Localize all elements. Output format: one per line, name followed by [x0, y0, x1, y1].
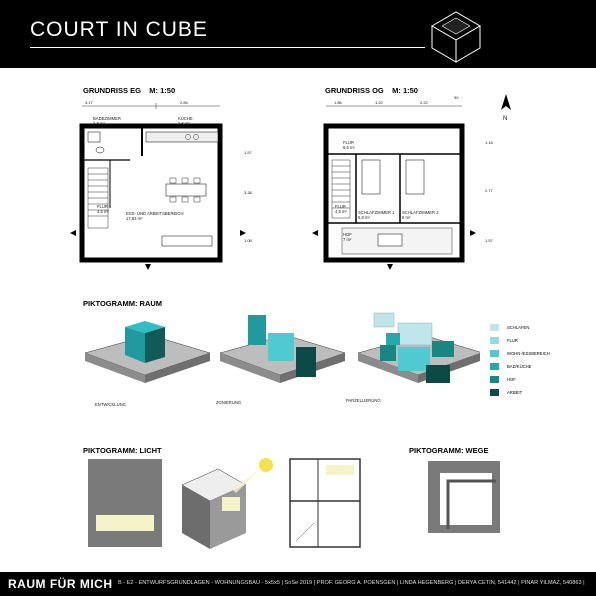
floor-plan-og — [312, 105, 476, 270]
licht-pictograms — [88, 458, 361, 549]
eg-dim-r1: 1.57 — [244, 150, 252, 155]
og-dim-1: 1.86 — [334, 100, 342, 105]
licht-heading: PIKTOGRAMM: LICHT — [83, 446, 162, 455]
legend-label: FLUR — [507, 338, 518, 343]
eg-room-dining-name: ESS- UND ARBEITSBEREICH — [126, 211, 184, 216]
eg-room-flur-name: FLUR — [97, 204, 108, 209]
og-dim-4: 50 — [454, 95, 459, 100]
og-room-hof-name: HOF — [343, 232, 352, 237]
header-bar: COURT IN CUBE — [0, 0, 596, 68]
og-room-flur1-name: FLUR — [343, 140, 354, 145]
og-dim-r3: 1.57 — [485, 238, 493, 243]
legend-swatch — [490, 350, 499, 357]
eg-room-kitchen-area: 2,5 m² — [178, 121, 190, 126]
og-dim-r1: 1.18 — [485, 140, 493, 145]
floor-plan-eg — [70, 103, 246, 270]
plan-eg-heading: GRUNDRISS EG M: 1:50 — [83, 86, 175, 95]
legend-swatch — [490, 376, 499, 383]
plan-eg-scale: M: 1:50 — [149, 86, 176, 95]
eg-room-kitchen-name: KÜCHE — [178, 116, 193, 121]
og-room-sz1-name: SCHLAFZIMMER 1 — [358, 210, 395, 215]
og-room-hof-area: 7 m² — [343, 237, 352, 242]
eg-dim-1: 3.17 — [85, 100, 93, 105]
plan-eg-title: GRUNDRISS EG — [83, 86, 141, 95]
sun-icon — [259, 458, 273, 472]
og-dim-3: 2.22 — [420, 100, 428, 105]
og-room-sz2-area: 9 m² — [402, 215, 411, 220]
legend-swatch — [490, 363, 499, 370]
legend-label: SCHLAFEN — [507, 325, 530, 330]
eg-room-bath-area: 2,8 m² — [93, 121, 105, 126]
north-arrow-icon — [501, 94, 511, 110]
title-underline — [30, 47, 425, 48]
wege-pictogram — [428, 461, 500, 533]
eg-room-flur-area: 4,5 m² — [97, 209, 109, 214]
eg-room-bath-name: BADEZIMMER — [93, 116, 121, 121]
plan-og-scale: M: 1:50 — [392, 86, 418, 95]
legend-swatch — [490, 337, 499, 344]
og-room-sz2-name: SCHLAFZIMMER 2 — [402, 210, 439, 215]
eg-dim-2: 2.84 — [180, 100, 188, 105]
raum-pictograms — [84, 312, 480, 383]
og-dim-2: 1.22 — [375, 100, 383, 105]
raum-heading: PIKTOGRAMM: RAUM — [83, 299, 163, 308]
eg-dim-r2: 3.38 — [244, 190, 252, 195]
wege-heading: PIKTOGRAMM: WEGE — [409, 446, 489, 455]
og-dim-r2: 2.77 — [485, 188, 493, 193]
legend-label: HOF — [507, 377, 516, 382]
footer-title: RAUM FÜR MICH — [8, 577, 113, 591]
raum-caption-3: PARZELLIERUNG — [346, 398, 381, 403]
og-room-flur2-area: 4,5 m² — [335, 209, 347, 214]
legend-swatch — [490, 389, 499, 396]
legend-swatch — [490, 324, 499, 331]
og-room-flur2-name: FLUR — [335, 204, 346, 209]
legend-label: BAD/KÜCHE — [507, 364, 532, 369]
legend-label: WOHN-/ESSBEREICH — [507, 351, 550, 356]
og-room-sz1-area: 6,8 m² — [358, 215, 370, 220]
plan-og-heading: GRUNDRISS OG M: 1:50 — [325, 86, 418, 95]
eg-room-dining-area: 17,83 m² — [126, 216, 143, 221]
footer-bar: RAUM FÜR MICH B - E2 - ENTWURFSGRUNDLAGE… — [0, 572, 596, 596]
raum-caption-1: ENTWICKLUNG — [95, 402, 126, 407]
eg-dim-r3: 1.06 — [244, 238, 252, 243]
legend-label: ARBEIT — [507, 390, 523, 395]
raum-caption-2: ZONIERUNG — [216, 400, 242, 405]
og-room-flur1-area: 6,5 m² — [343, 145, 355, 150]
footer-credits: B - E2 - ENTWURFSGRUNDLAGEN - WOHNUNGSBA… — [118, 580, 585, 586]
north-label: N — [503, 116, 508, 122]
plan-og-title: GRUNDRISS OG — [325, 86, 384, 95]
cube-logo-icon — [431, 11, 481, 63]
page-title: COURT IN CUBE — [30, 18, 208, 41]
